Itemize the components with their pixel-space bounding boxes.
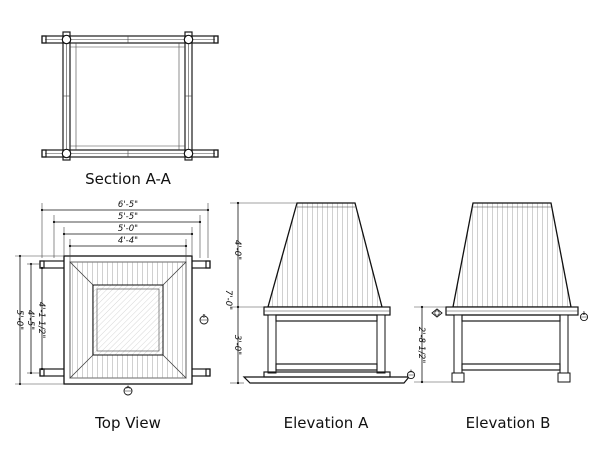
top-view-label: Top View [94, 414, 161, 432]
top-view-marker-a: A [123, 385, 133, 396]
dim-elev-upper: 4'-0" [232, 240, 242, 260]
top-view-plan [39, 255, 211, 385]
svg-text:B: B [202, 314, 205, 320]
elevation-b-marker-right: B [579, 311, 589, 322]
elevation-b-label: Elevation B [466, 414, 551, 432]
svg-text:A: A [410, 369, 413, 374]
elevation-a-marker: A [406, 369, 416, 380]
dim-top-h3: 4'-1 1/2" [36, 302, 46, 339]
elevation-b-structure [445, 202, 579, 383]
elevation-b-dimension: 2'-8 1/2" [414, 305, 452, 384]
elevation-b-roof [452, 202, 572, 308]
dim-top-w1: 6'-5" [118, 200, 138, 210]
elevation-a-dimensions: 4'-0" 7'-0" 3'-0" [223, 201, 297, 385]
section-a-a-label: Section A-A [85, 170, 172, 188]
dim-elev-total: 7'-0" [223, 290, 233, 310]
dim-top-w3: 5'-0" [118, 224, 138, 234]
dim-elevb-height: 2'-8 1/2" [416, 327, 426, 364]
top-view-marker-b: B [199, 314, 209, 325]
dim-top-h1: 5'-0" [14, 310, 24, 330]
dim-elev-lower: 3'-0" [232, 335, 242, 355]
section-a-a-plan [41, 31, 219, 161]
top-view-height-dimensions: 5'-0" 4'-5" 4'-1 1/2" [14, 254, 64, 386]
elevation-a-base [242, 376, 411, 384]
svg-text:B: B [583, 311, 586, 316]
dim-top-w4: 4'-4" [118, 236, 138, 246]
elevation-a-label: Elevation A [284, 414, 369, 432]
svg-text:A: A [126, 385, 130, 391]
elevation-a-structure [242, 202, 411, 384]
top-view-roof-cap [92, 284, 164, 356]
elevation-b-marker-left [431, 308, 443, 318]
dim-top-h2: 4'-5" [25, 310, 35, 330]
elevation-a-roof [267, 202, 383, 308]
dim-top-w2: 5'-5" [118, 212, 138, 222]
top-view-width-dimensions: 6'-5" 5'-5" 5'-0" 4'-4" [40, 200, 210, 262]
